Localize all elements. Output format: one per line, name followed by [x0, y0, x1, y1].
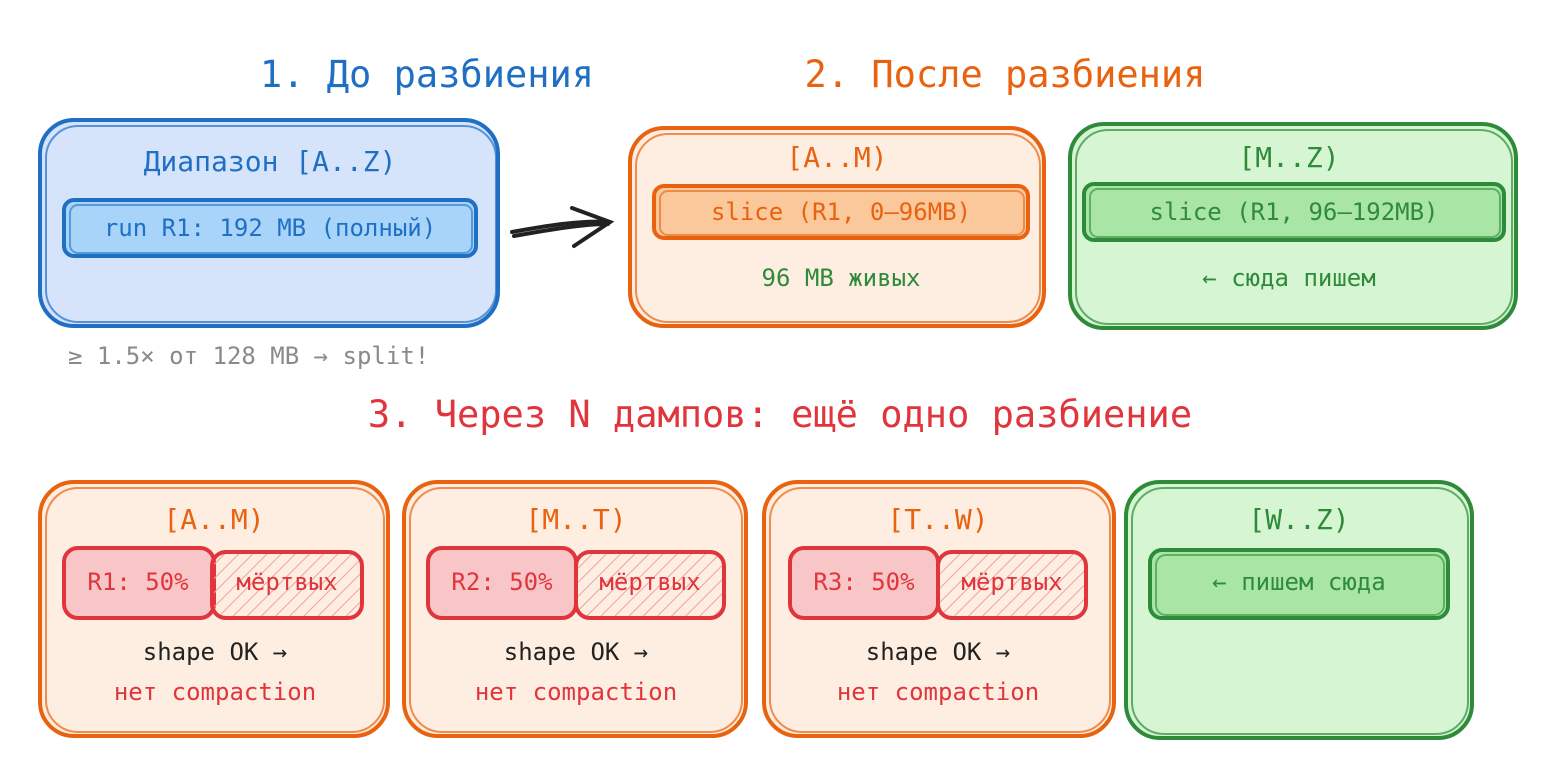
live-size-caption: 96 MB живых: [761, 264, 921, 292]
section-2-heading: 2. После разбиения: [804, 53, 1206, 96]
run-r1-dead-label: мёртвых: [236, 568, 338, 596]
section-1-heading: 1. До разбиения: [259, 53, 595, 96]
range-a-z-label: Диапазон [A..Z): [143, 145, 397, 178]
section-3-heading: 3. Через N дампов: ещё одно разбиение: [367, 393, 1193, 436]
range-m-z-label: [M..Z): [1238, 141, 1340, 174]
run-r3-live-label: R3: 50%: [813, 568, 915, 596]
run-r3-split-box: [788, 546, 1088, 620]
run-r1-full-label: run R1: 192 MB (полный): [103, 214, 437, 242]
run-r2-live-label: R2: 50%: [451, 568, 553, 596]
run-r2-split-box: [426, 546, 726, 620]
range-w-z-label: [W..Z): [1248, 503, 1350, 536]
slice-r1-first-half-box: [652, 184, 1030, 240]
slice-r1-second-half-box: [1082, 182, 1506, 242]
range-3-2-shape-ok: shape OK →: [503, 638, 649, 666]
range-3-2-label: [M..T): [525, 503, 627, 536]
run-r2-dead-label: мёртвых: [599, 568, 701, 596]
split-arrow: [510, 206, 615, 248]
write-here-label: ← пишем сюда: [1212, 568, 1386, 596]
run-r1-split-box: [62, 546, 364, 620]
range-3-2-no-compaction: нет compaction: [474, 678, 678, 706]
run-r1-full-box: [62, 198, 478, 258]
range-3-1-label: [A..M): [163, 503, 265, 536]
range-a-m-label: [A..M): [786, 141, 888, 174]
write-target-caption: ← сюда пишем: [1202, 264, 1376, 292]
range-3-3-label: [T..W): [887, 503, 989, 536]
split-threshold-note: ≥ 1.5× от 128 MB → split!: [68, 342, 430, 370]
range-3-3-no-compaction: нет compaction: [836, 678, 1040, 706]
write-here-box: [1148, 548, 1450, 620]
range-3-3-shape-ok: shape OK →: [865, 638, 1011, 666]
slice-r1-first-half-label: slice (R1, 0–96MB): [710, 198, 972, 226]
range-3-1-shape-ok: shape OK →: [142, 638, 288, 666]
range-3-1-no-compaction: нет compaction: [113, 678, 317, 706]
run-r3-dead-label: мёртвых: [961, 568, 1063, 596]
slice-r1-second-half-label: slice (R1, 96–192MB): [1149, 198, 1439, 226]
run-r1-live-label: R1: 50%: [87, 568, 189, 596]
